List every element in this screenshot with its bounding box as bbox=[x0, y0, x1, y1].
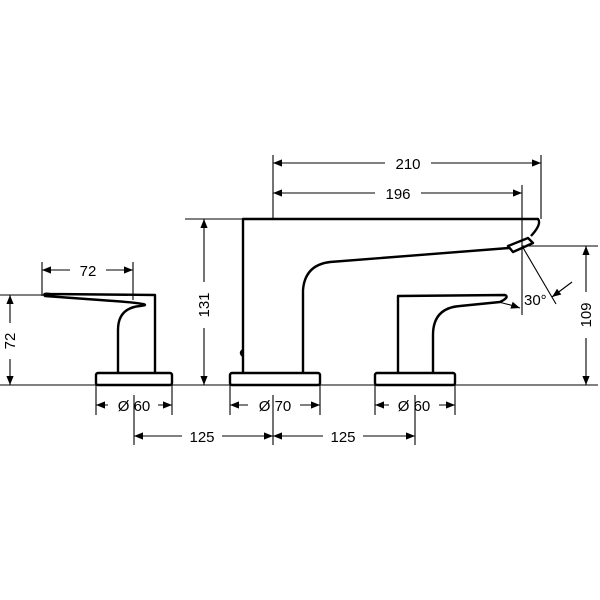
diameter-label-right: Ø 60 bbox=[398, 398, 431, 415]
dimension-label-109: 109 bbox=[578, 302, 595, 327]
dimension-label-72-horizontal: 72 bbox=[80, 263, 97, 280]
dimension-label-72-vertical: 72 bbox=[2, 333, 19, 350]
left-handle bbox=[43, 292, 174, 387]
angle-label-30: 30° bbox=[524, 292, 547, 309]
dimension-label-131: 131 bbox=[196, 292, 213, 317]
spout bbox=[228, 217, 541, 387]
right-handle bbox=[373, 293, 508, 387]
diameter-right: Ø 60 bbox=[374, 385, 456, 416]
dimension-label-125-left: 125 bbox=[189, 429, 214, 446]
dimension-label-210: 210 bbox=[395, 156, 420, 173]
diameter-spout: Ø 70 bbox=[229, 385, 321, 416]
dimension-label-196: 196 bbox=[385, 186, 410, 203]
diameter-label-spout: Ø 70 bbox=[259, 398, 292, 415]
dimension-label-125-right: 125 bbox=[330, 429, 355, 446]
